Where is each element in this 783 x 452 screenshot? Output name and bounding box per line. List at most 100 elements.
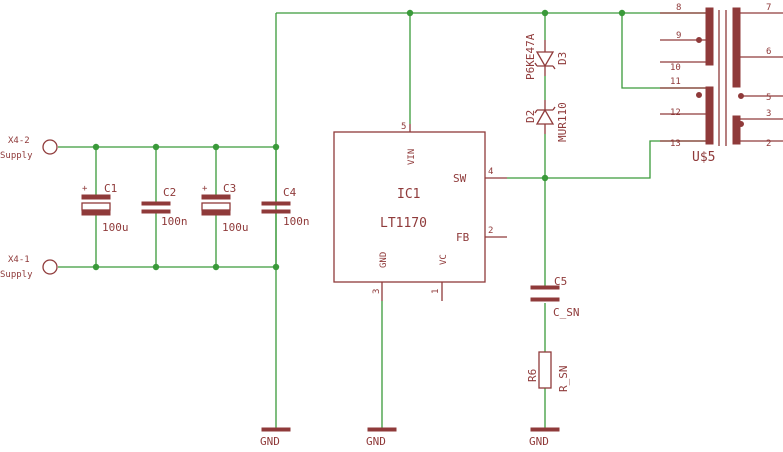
capacitor-plate [261,209,291,214]
polarity-mark: + [202,184,208,194]
connector-pad [42,139,58,155]
transformer-pin-number: 9 [676,31,681,41]
junction-dot [272,143,280,151]
component-value: P6KE47A [524,33,537,80]
ic-value: LT1170 [380,216,427,231]
connector-x4-2[interactable]: X4-2 Supply [0,136,58,161]
capacitor-c4[interactable]: C4 100n [261,186,310,228]
transformer-pin-number: 5 [766,93,771,103]
component-ref: C4 [283,186,297,199]
capacitor-c1[interactable]: + C1 100u [81,182,129,234]
component-ref: C1 [104,182,117,195]
capacitor-c5[interactable]: C5 C_SN [530,275,580,319]
phase-dot [738,93,744,99]
capacitor-plate [141,201,171,206]
ic-pin-number: 2 [488,226,493,236]
transformer-pin-number: 3 [766,109,771,119]
capacitor-plate-outline [81,202,111,211]
component-ref: D3 [556,52,569,65]
ground-bar [530,427,560,432]
junction-dot [152,263,160,271]
ground-bar [367,427,397,432]
resistor-body [538,351,552,389]
ground-ic[interactable]: GND [366,427,397,448]
junction-dot [406,9,414,17]
junction-dot [212,143,220,151]
component-ref: C5 [554,275,567,288]
component-value: 100n [161,215,188,228]
transformer-pin-leads-right [740,12,783,142]
capacitor-plate [530,285,560,290]
transformer-u5[interactable]: 8 9 10 11 12 13 7 6 5 3 2 U$5 [660,3,783,165]
transformer-core-bar [718,10,727,146]
ic-pin-number: 4 [488,167,493,177]
component-value: MUR110 [556,102,569,142]
ground-bar [261,427,291,432]
transformer-pin-number: 6 [766,47,771,57]
ic-pin-name: GND [379,252,389,268]
diode-d2[interactable]: D2 MUR110 [524,100,569,142]
transformer-pin-number: 2 [766,139,771,149]
connector-label: Supply [0,270,33,280]
capacitor-c3[interactable]: + C3 100u [201,182,249,234]
connector-ref: X4-2 [8,136,30,146]
capacitor-plate [141,209,171,214]
component-value: R_SN [557,366,570,393]
junction-dot [541,174,549,182]
phase-dot [738,121,744,127]
capacitor-plate [81,209,111,216]
junction-dot [92,263,100,271]
connector-ref: X4-1 [8,255,30,265]
component-ref: U$5 [692,150,715,165]
capacitor-c2[interactable]: C2 100n [141,186,188,228]
transformer-pin-number: 7 [766,3,771,13]
phase-dot [696,92,702,98]
connector-pad [42,259,58,275]
component-ref: R6 [526,369,539,382]
transformer-pin-number: 12 [670,108,681,118]
ground-label: GND [529,435,549,448]
resistor-r6[interactable]: R6 R_SN [526,351,570,393]
phase-dot [696,37,702,43]
ground-label: GND [366,435,386,448]
capacitor-plate [201,194,231,200]
component-ref: C2 [163,186,176,199]
diode-triangle [535,51,555,68]
transformer-pin-number: 10 [670,63,681,73]
junctions [92,9,626,271]
ic-ref: IC1 [397,187,420,202]
component-value: 100u [222,221,249,234]
transformer-pin-leads-left [660,12,706,142]
capacitor-plate [81,194,111,200]
component-ref: D2 [524,110,537,123]
junction-dot [212,263,220,271]
junction-dot [618,9,626,17]
ground-snubber[interactable]: GND [529,427,560,448]
transformer-pin-number: 13 [670,139,681,149]
junction-dot [272,263,280,271]
component-value: C_SN [553,306,580,319]
wires [58,12,706,428]
component-value: 100n [283,215,310,228]
ic-pin-name: FB [456,231,470,244]
ic-lt1170[interactable]: IC1 LT1170 5 VIN 4 SW 2 FB 3 GND 1 VC [333,122,507,301]
component-value: 100u [102,221,129,234]
transformer-winding [705,7,714,66]
connector-x4-1[interactable]: X4-1 Supply [0,255,58,280]
transformer-pin-number: 11 [670,77,681,87]
ic-pin-number: 1 [431,289,441,294]
ground-left[interactable]: GND [260,427,291,448]
diode-d3[interactable]: P6KE47A D3 [524,33,569,80]
transformer-winding [732,115,741,145]
ground-label: GND [260,435,280,448]
transformer-winding [732,7,741,88]
ic-pin-name: SW [453,172,467,185]
ic-pin-number: 5 [401,122,406,132]
ic-pin-number: 3 [372,289,382,294]
connector-label: Supply [0,151,33,161]
wire-tr-pin11 [621,13,706,89]
capacitor-plate [530,297,560,302]
ic-pin-name: VIN [407,149,417,165]
capacitor-plate-outline [201,202,231,211]
